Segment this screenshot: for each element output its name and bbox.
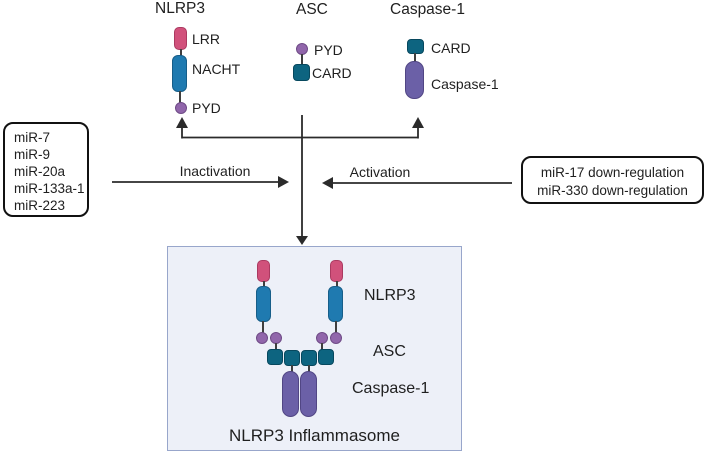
complex-left-lrr-shape	[257, 260, 270, 282]
caspase1-card-body-link	[414, 53, 416, 62]
mirna-list-item: miR-20a	[14, 164, 66, 179]
nlrp3-lrr-nacht-link	[180, 49, 182, 56]
complex-caspase1-body-2	[300, 371, 317, 417]
mirna-downregulation-item: miR-17 down-regulation	[540, 165, 685, 180]
nlrp3-title: NLRP3	[155, 0, 205, 17]
complex-card-caspase-link-2	[308, 365, 310, 372]
activating-mirna-box: miR-17 down-regulation miR-330 down-regu…	[521, 156, 704, 204]
complex-right-lrr-shape	[330, 260, 343, 282]
complex-left-nacht-pyd-link	[262, 321, 264, 333]
inactivating-mirna-box: miR-7 miR-9 miR-20a miR-133a-1 miR-223	[3, 122, 89, 217]
nlrp3-lrr-domain-shape	[174, 27, 187, 50]
complex-right-nacht-pyd-link	[335, 321, 337, 333]
inactivation-arrowhead	[278, 176, 289, 188]
nlrp3-nacht-pyd-link	[179, 91, 181, 103]
mirna-downregulation-item: miR-330 down-regulation	[537, 182, 688, 198]
inflammasome-caption: NLRP3 Inflammasome	[228, 426, 400, 445]
mirna-list-item: miR-223	[14, 198, 66, 213]
complex-card-shape-1	[267, 349, 283, 365]
complex-right-lrr-nacht-link	[336, 281, 338, 287]
asc-card-domain-shape	[293, 64, 310, 81]
complex-left-lrr-nacht-link	[263, 281, 265, 287]
complex-card-shape-4	[318, 349, 334, 365]
nlrp3-nacht-domain-shape	[172, 55, 187, 92]
complex-nlrp3-label: NLRP3	[364, 287, 416, 304]
inflammasome-box	[167, 246, 462, 451]
complex-left-nlrp3-pyd-shape	[256, 332, 268, 344]
caspase1-body-label: Caspase-1	[431, 76, 499, 92]
complex-left-asc-pyd-card-link	[275, 343, 277, 350]
complex-right-nlrp3-pyd-shape	[330, 332, 342, 344]
mirna-list-item: miR-133a-1	[14, 181, 85, 196]
mirna-list-item: miR-9	[14, 147, 50, 162]
complex-caspase1-body-1	[282, 371, 299, 417]
activation-arrowhead	[322, 177, 333, 189]
complex-caspase1-label: Caspase-1	[352, 380, 430, 397]
complex-card-shape-2	[284, 350, 300, 366]
nlrp3-nacht-label: NACHT	[192, 61, 241, 77]
complex-card-shape-3	[301, 350, 317, 366]
caspase1-card-domain-shape	[407, 39, 424, 54]
nlrp3-pyd-domain-shape	[175, 102, 187, 114]
central-down-arrowhead	[296, 236, 308, 245]
complex-asc-label: ASC	[373, 343, 406, 360]
complex-card-caspase-link-1	[291, 365, 293, 372]
complex-left-nacht-shape	[256, 286, 271, 322]
caspase1-body-domain-shape	[405, 61, 424, 99]
caspase1-card-label: CARD	[431, 40, 471, 56]
caspase1-title: Caspase-1	[390, 1, 465, 18]
nlrp3-lrr-label: LRR	[192, 31, 221, 47]
asc-pyd-card-link	[301, 54, 303, 65]
complex-right-nacht-shape	[328, 286, 343, 322]
asc-card-label: CARD	[312, 65, 352, 81]
branch-left-up-arrowhead	[176, 117, 188, 128]
branch-right-up-arrowhead	[412, 117, 424, 128]
mirna-list-item: miR-7	[14, 130, 50, 145]
asc-title: ASC	[296, 1, 328, 18]
activation-arrow-label: Activation	[349, 164, 411, 180]
nlrp3-pyd-label: PYD	[192, 100, 221, 116]
asc-pyd-label: PYD	[314, 42, 343, 58]
complex-right-asc-pyd-card-link	[321, 343, 323, 350]
inactivation-arrow-label: Inactivation	[179, 163, 251, 179]
